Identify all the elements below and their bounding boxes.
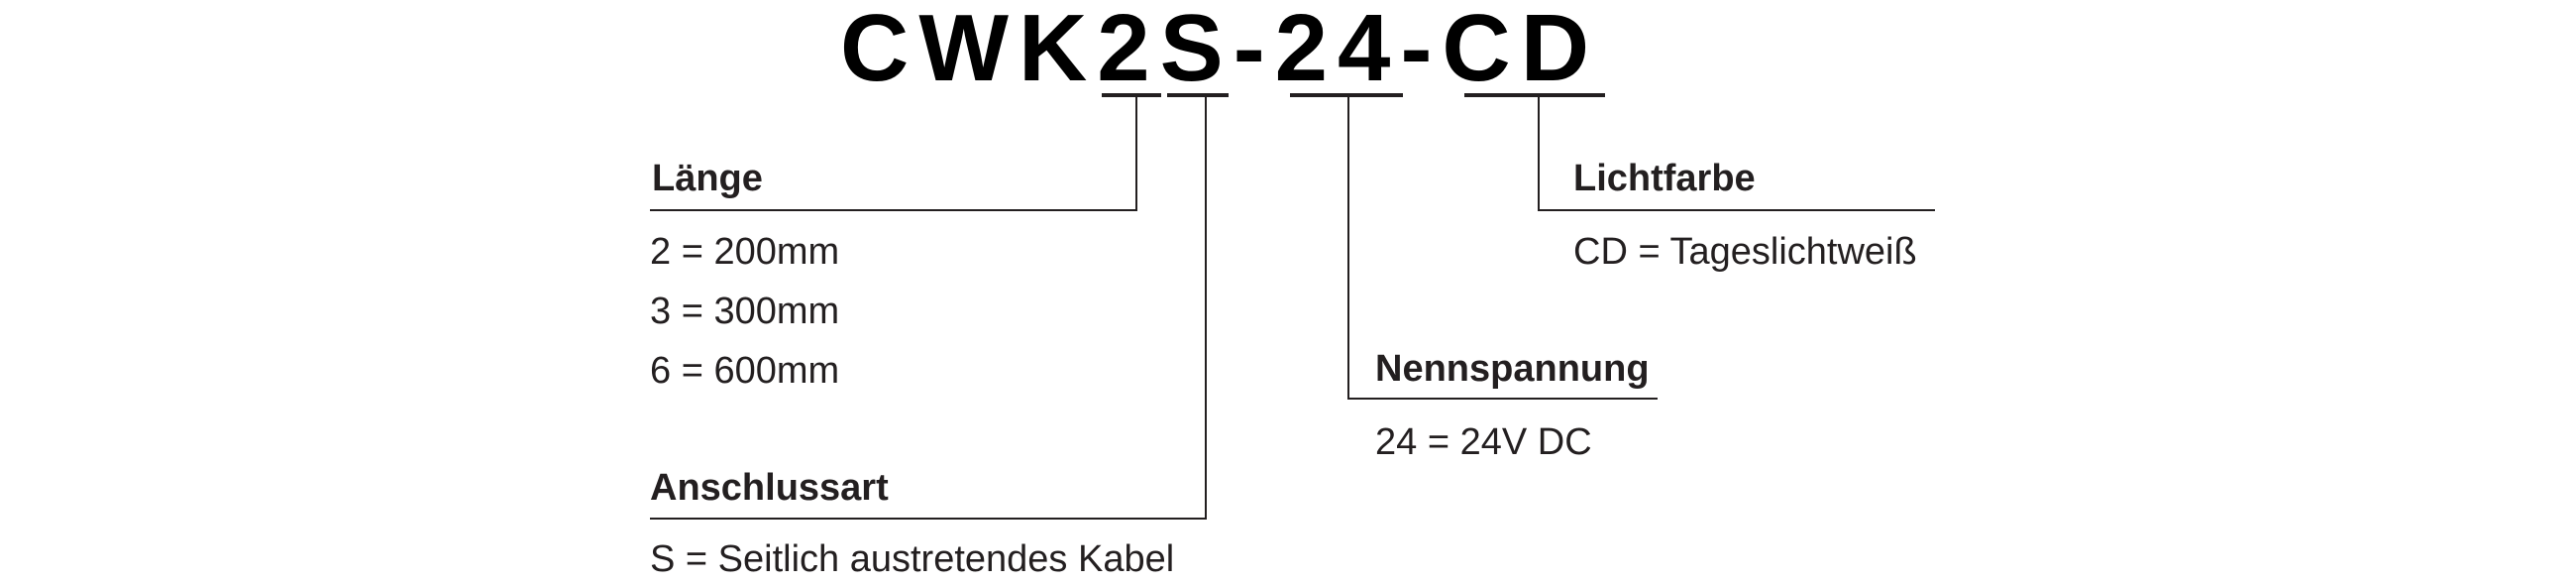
laenge-heading: Länge (652, 158, 763, 199)
laenge-option: 6 = 600mm (650, 350, 840, 392)
code-connection: S (1159, 0, 1234, 101)
anschlussart-option: S = Seitlich austretendes Kabel (650, 538, 1175, 580)
connector-voltage-vertical (1347, 95, 1349, 400)
lichtfarbe-option: CD = Tageslichtweiß (1573, 231, 1917, 273)
underline-voltage (1290, 93, 1403, 97)
connector-voltage-horizontal (1347, 398, 1658, 400)
code-length: 2 (1097, 0, 1160, 101)
code-prefix: CWK (840, 0, 1098, 101)
connector-color-vertical (1538, 95, 1540, 211)
nennspannung-heading: Nennspannung (1375, 348, 1650, 390)
lichtfarbe-heading: Lichtfarbe (1573, 158, 1756, 199)
underline-color (1464, 93, 1605, 97)
code-color: CD (1442, 0, 1600, 101)
nennspannung-option: 24 = 24V DC (1375, 421, 1592, 463)
connector-connection-horizontal (650, 518, 1207, 520)
connector-color-horizontal (1538, 209, 1935, 211)
laenge-option: 2 = 200mm (650, 231, 840, 273)
connector-connection-vertical (1205, 95, 1207, 520)
code-separator-2: - (1400, 0, 1443, 101)
code-separator-1: - (1233, 0, 1275, 101)
product-code: CWK2S-24-CD (840, 0, 1600, 101)
connector-length-vertical (1135, 95, 1137, 211)
underline-length (1102, 93, 1161, 97)
anschlussart-heading: Anschlussart (650, 467, 889, 509)
laenge-option: 3 = 300mm (650, 291, 840, 332)
connector-length-horizontal (650, 209, 1137, 211)
underline-connection (1167, 93, 1229, 97)
code-voltage: 24 (1274, 0, 1401, 101)
